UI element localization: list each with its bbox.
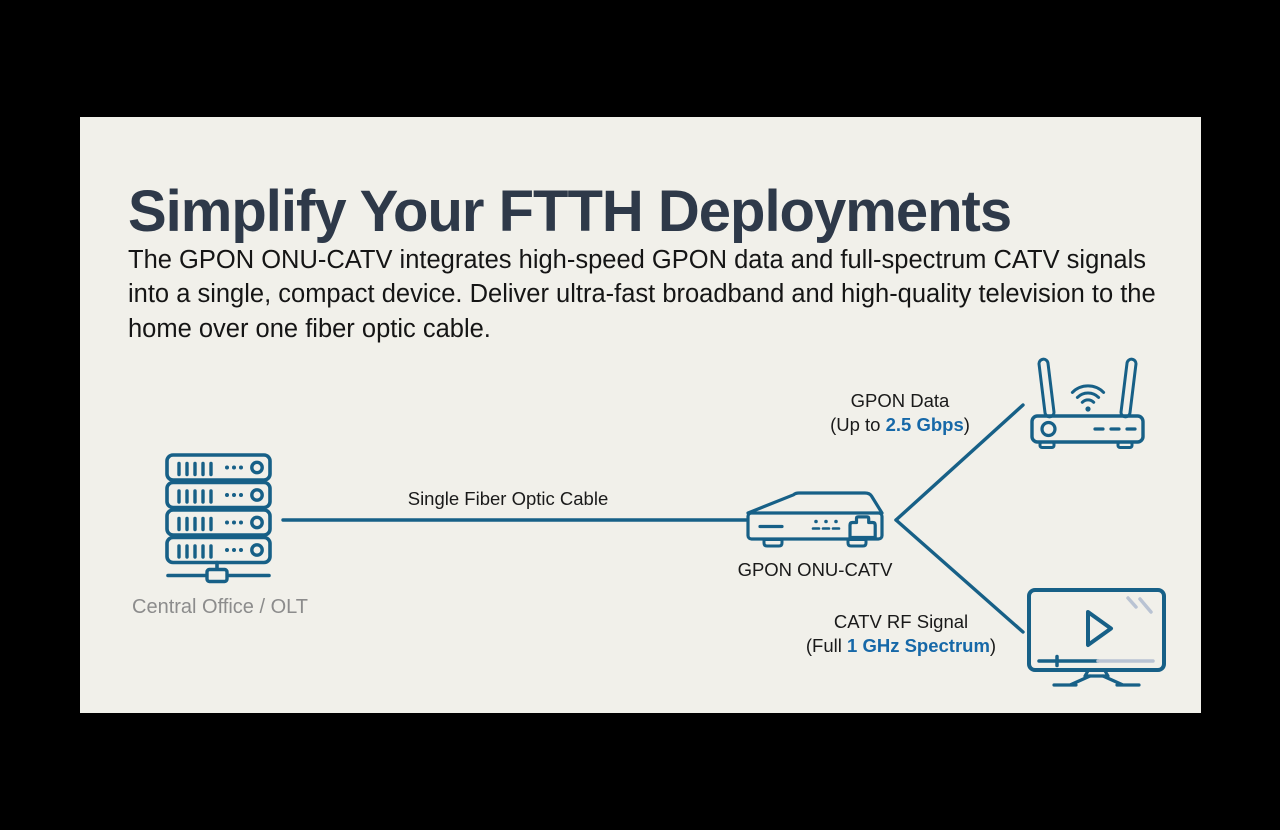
- slide-description: The GPON ONU-CATV integrates high-speed …: [128, 245, 1156, 343]
- ftth-diagram: Central Office / OLT Single Fiber Optic …: [80, 117, 1201, 713]
- gpon-data-label: GPON Data (Up to 2.5 Gbps): [790, 389, 1010, 437]
- tv-icon: [1024, 585, 1169, 690]
- page-title: Simplify Your FTTH Deployments: [128, 178, 1012, 244]
- catv-signal-label: CATV RF Signal (Full 1 GHz Spectrum): [771, 610, 1031, 658]
- wifi-router-icon: [1025, 355, 1150, 450]
- catv-signal-title: CATV RF Signal: [833, 611, 969, 632]
- gpon-data-detail: (Up to 2.5 Gbps): [830, 414, 970, 435]
- onu-label: GPON ONU-CATV: [737, 559, 893, 580]
- catv-signal-detail: (Full 1 GHz Spectrum): [805, 635, 997, 656]
- server-rack-icon: [165, 453, 275, 585]
- slide: Simplify Your FTTH Deployments The GPON …: [80, 117, 1201, 713]
- gpon-data-title: GPON Data: [850, 390, 950, 411]
- fiber-cable-label: Single Fiber Optic Cable: [407, 488, 609, 509]
- central-office-label: Central Office / OLT: [132, 596, 308, 618]
- onu-device-icon: [744, 490, 886, 552]
- gpon-speed-value: 2.5 Gbps: [885, 414, 964, 435]
- catv-spectrum-value: 1 GHz Spectrum: [847, 635, 990, 656]
